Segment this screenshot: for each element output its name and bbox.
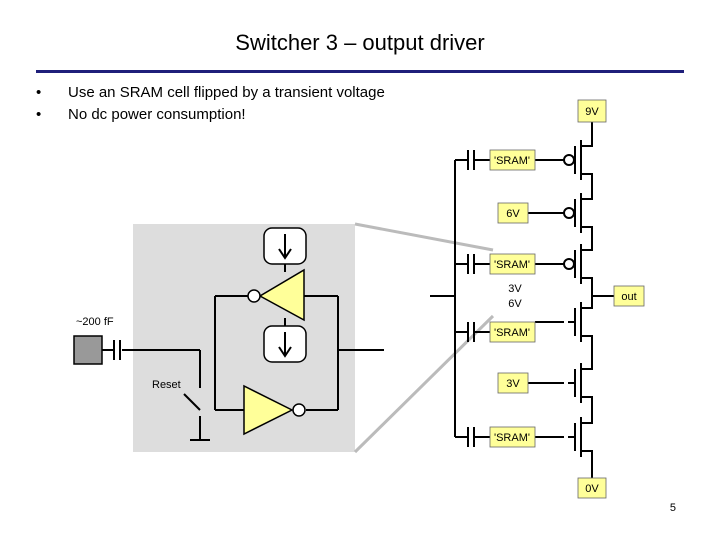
label-sram-3: 'SRAM' bbox=[494, 327, 530, 339]
label-9v: 9V bbox=[585, 106, 599, 118]
label-sram-3-box bbox=[489, 321, 536, 343]
bullet-list: • Use an SRAM cell flipped by a transien… bbox=[36, 82, 385, 126]
label-3v-b-box bbox=[497, 372, 529, 394]
bullet-text: No dc power consumption! bbox=[68, 106, 246, 123]
label-3v-b: 3V bbox=[506, 378, 520, 390]
page-number: 5 bbox=[669, 502, 676, 514]
bullet-item: • Use an SRAM cell flipped by a transien… bbox=[36, 82, 385, 104]
label-0v-box bbox=[577, 477, 607, 499]
current-source-top bbox=[263, 227, 307, 272]
label-6v-a: 6V bbox=[506, 208, 520, 220]
label-9v-box bbox=[577, 99, 607, 123]
label-sram-2: 'SRAM' bbox=[494, 259, 530, 271]
label-sram-4: 'SRAM' bbox=[494, 432, 530, 444]
label-sram-2-box bbox=[489, 253, 536, 275]
inverter-top bbox=[247, 268, 305, 322]
label-reset: Reset bbox=[152, 379, 181, 391]
label-3v-a: 3V bbox=[508, 283, 522, 295]
label-out: out bbox=[621, 291, 636, 303]
slide-title: Switcher 3 – output driver bbox=[235, 30, 485, 55]
label-sram-1-box bbox=[489, 149, 536, 171]
label-6v-b: 6V bbox=[508, 298, 522, 310]
label-out-box bbox=[613, 285, 645, 307]
bullet-dot: • bbox=[36, 106, 42, 123]
rail-capacitors bbox=[467, 150, 490, 447]
title-rule bbox=[36, 70, 684, 73]
input-capacitor bbox=[102, 340, 121, 360]
bullet-dot: • bbox=[36, 84, 42, 101]
left-rail bbox=[430, 159, 468, 438]
label-capacitance: ~200 fF bbox=[76, 316, 114, 328]
bullet-text: Use an SRAM cell flipped by a transient … bbox=[68, 84, 385, 101]
label-sram-4-box bbox=[489, 426, 536, 448]
current-source-bottom bbox=[263, 318, 307, 363]
label-sram-1: 'SRAM' bbox=[494, 155, 530, 167]
panel-wiring bbox=[122, 295, 384, 441]
zoom-line-bottom bbox=[353, 314, 495, 454]
inverter-bottom bbox=[243, 384, 306, 436]
label-0v: 0V bbox=[585, 483, 599, 495]
bullet-item: • No dc power consumption! bbox=[36, 104, 385, 126]
voltage-source bbox=[73, 335, 103, 365]
gate-wiring bbox=[528, 159, 564, 438]
transistor-stack bbox=[563, 122, 614, 478]
zoom-line-top bbox=[354, 222, 494, 252]
label-6v-a-box bbox=[497, 202, 529, 224]
